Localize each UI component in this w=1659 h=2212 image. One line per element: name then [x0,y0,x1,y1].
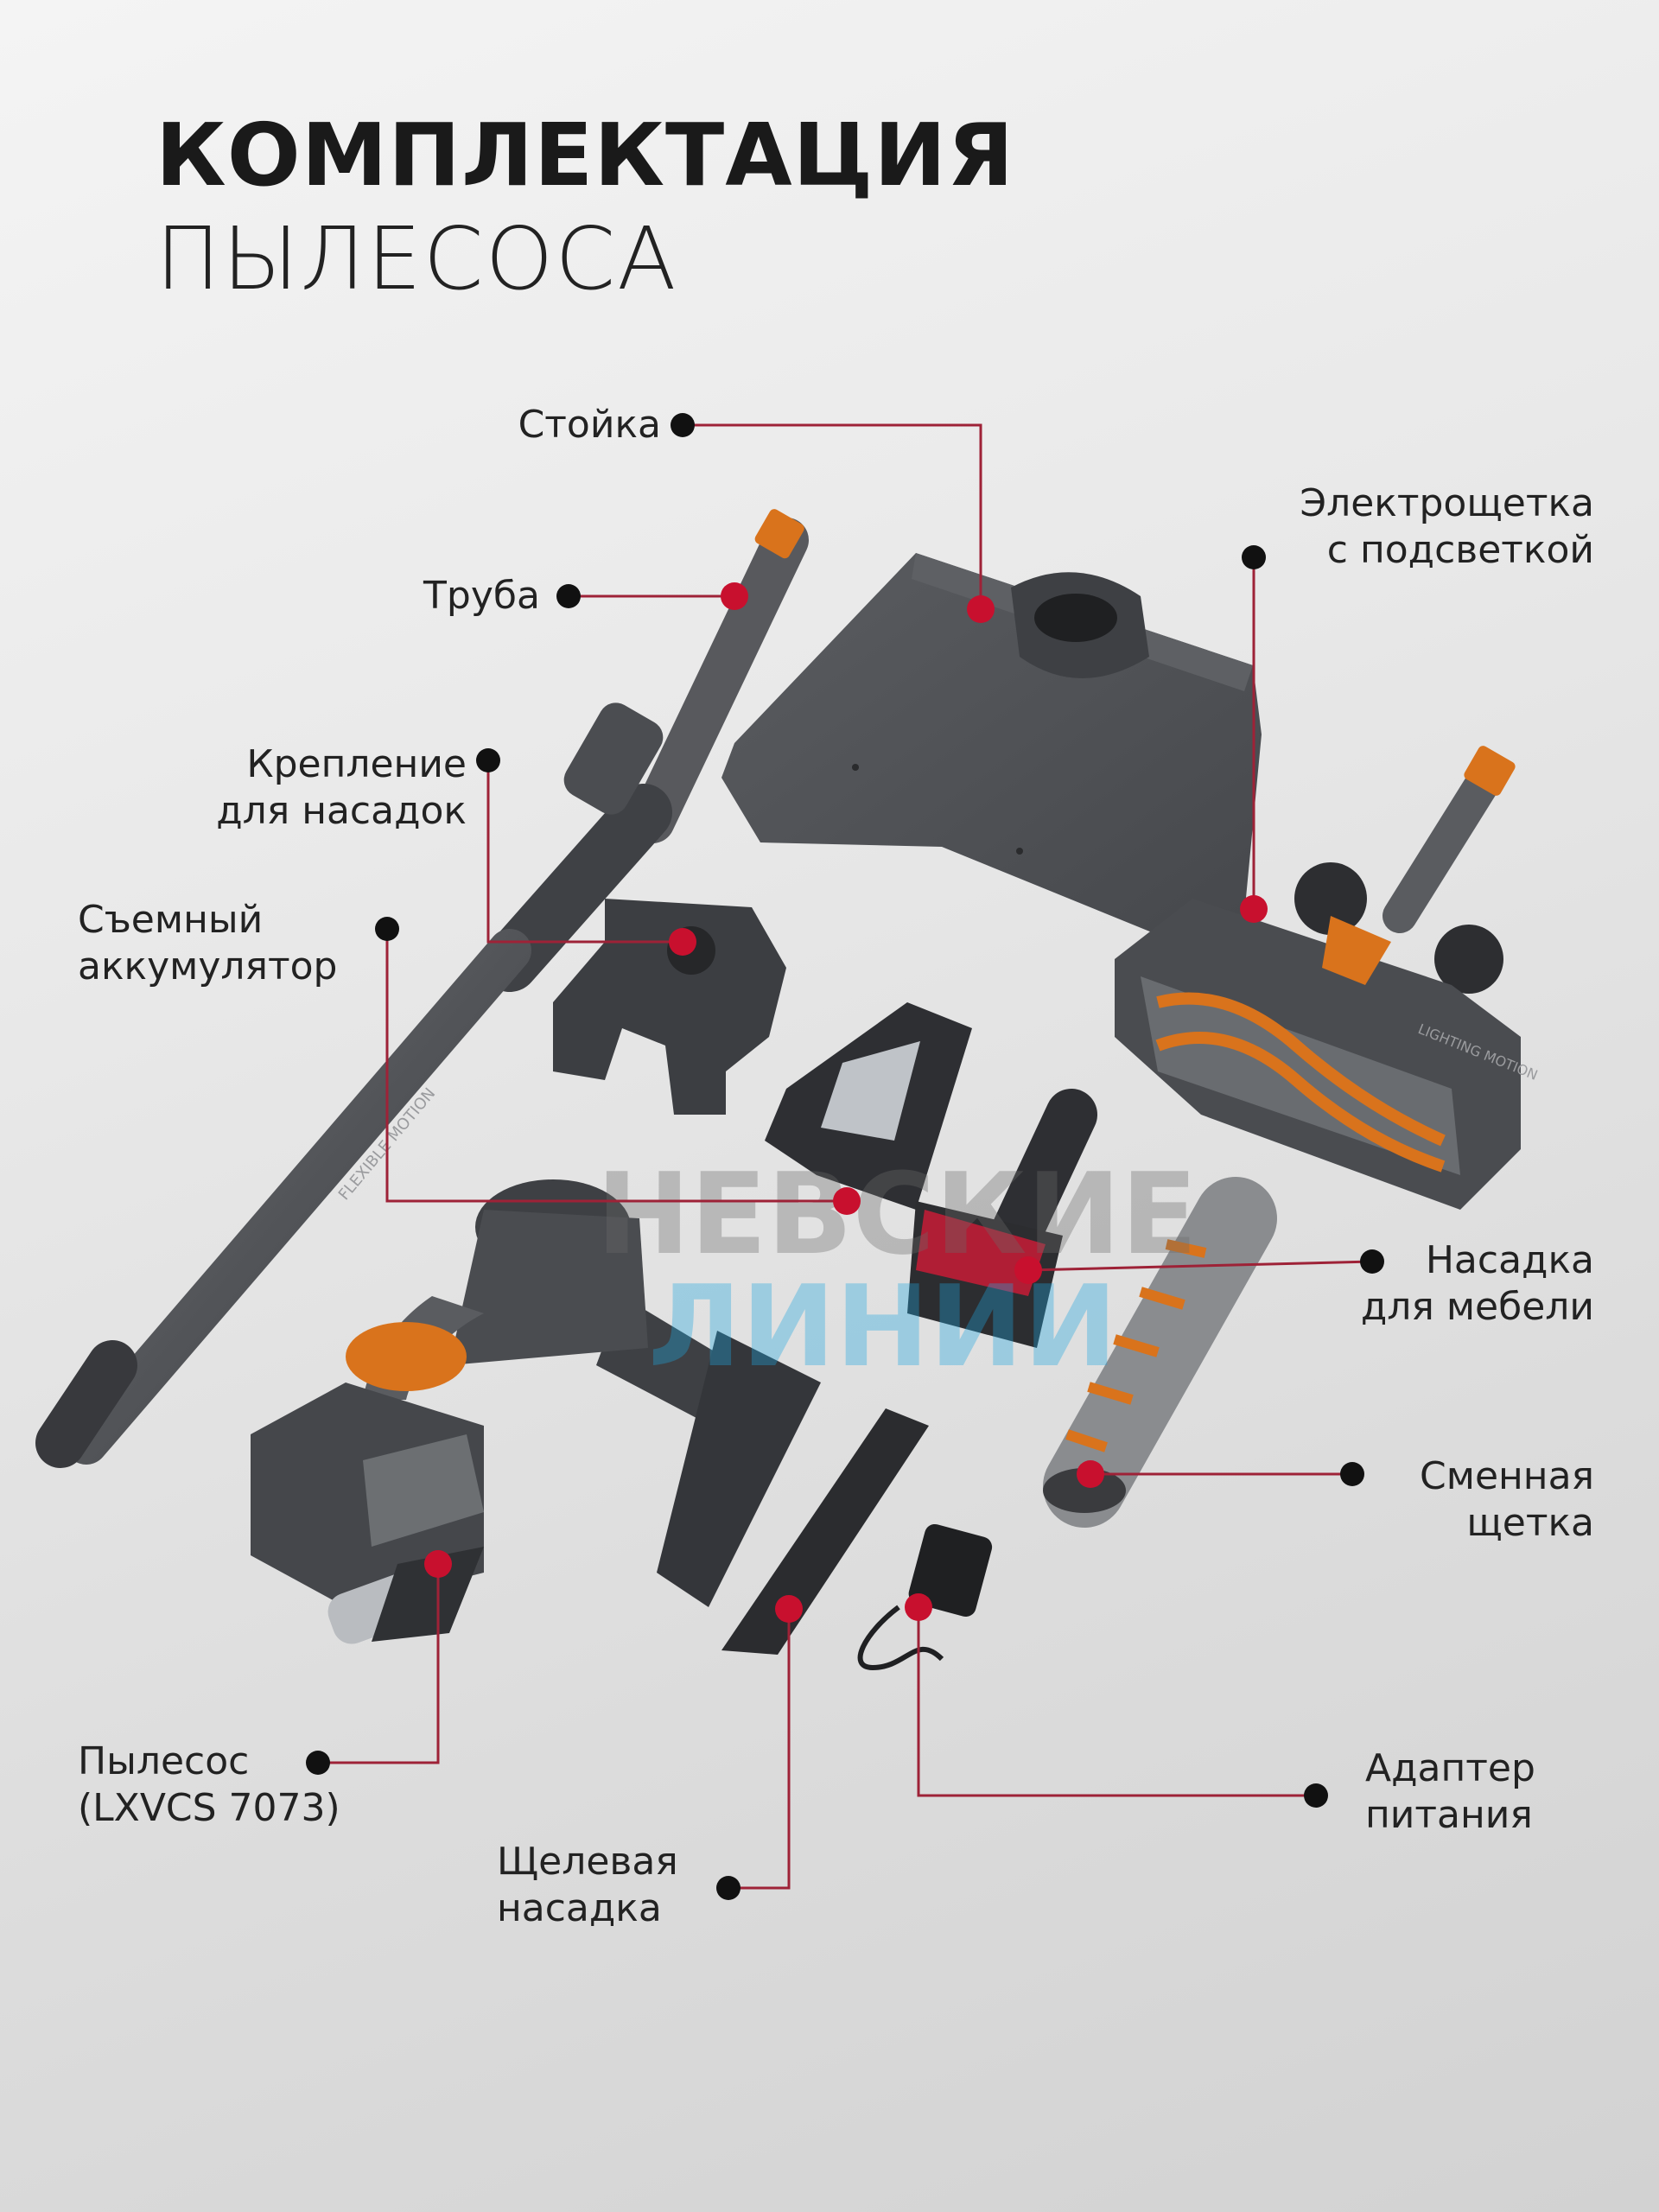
watermark: НЕВСКИЕ ЛИНИИ [596,1148,1198,1392]
label-vacuum: Пылесос(LXVCS 7073) [78,1739,340,1830]
stand-image [721,553,1262,942]
watermark-line1: НЕВСКИЕ [596,1148,1198,1280]
leader-lines [318,423,1373,1890]
spare-brush-image [1043,1177,1277,1528]
battery-image [765,1002,972,1210]
label-bullets [306,413,1384,1900]
watermark-line2: ЛИНИИ [648,1261,1117,1392]
page-title: КОМПЛЕКТАЦИЯ [156,105,1015,206]
page-subtitle: ПЫЛЕСОСА [156,208,678,309]
holder-image [553,899,786,1115]
label-stand: Стойка [518,403,661,447]
label-tube: Труба [423,574,540,618]
adapter-image [857,1523,993,1671]
vacuum-image [251,1179,821,1644]
furniture-nozzle-image [907,1089,1097,1348]
electrobrush-image: LIGHTING MOTION [1115,746,1540,1210]
crevice-tool-image [721,1408,929,1655]
product-markers [424,582,1268,1623]
